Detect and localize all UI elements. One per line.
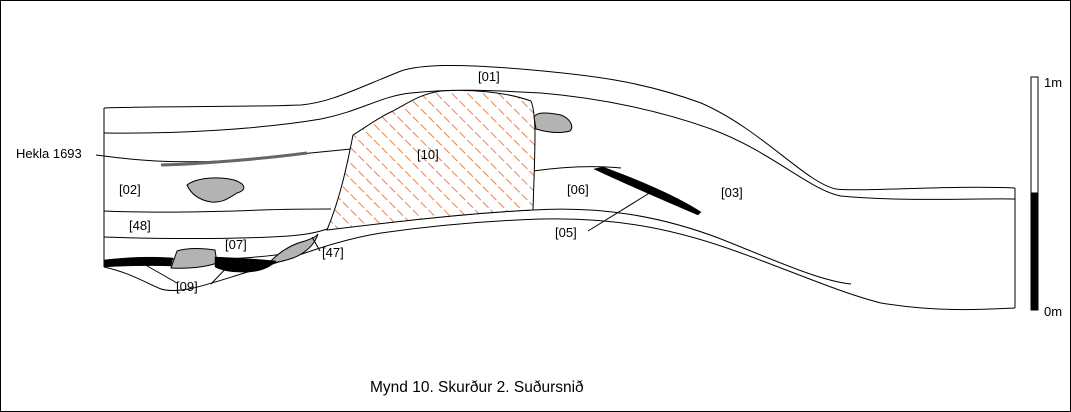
scale-label-top: 1m bbox=[1044, 75, 1062, 90]
scale-bar-white bbox=[1030, 76, 1039, 194]
hekla-1693-tephra-line bbox=[160, 151, 308, 167]
label-05: [05] bbox=[555, 225, 577, 240]
leader-05 bbox=[587, 188, 657, 232]
label-hekla-1693: Hekla 1693 bbox=[16, 146, 82, 161]
label-01: [01] bbox=[478, 69, 500, 84]
leader-09-left bbox=[134, 258, 178, 284]
band-09-right bbox=[214, 256, 277, 273]
label-48: [48] bbox=[129, 218, 151, 233]
scale-label-bottom: 0m bbox=[1044, 304, 1062, 319]
black-bands bbox=[103, 166, 702, 273]
layer-01-base-line bbox=[103, 89, 1016, 200]
band-09-left bbox=[103, 256, 174, 268]
label-10: [10] bbox=[417, 147, 439, 162]
leader-hekla bbox=[95, 154, 105, 157]
label-06: [06] bbox=[567, 182, 589, 197]
leader-47 bbox=[311, 236, 321, 252]
label-03: [03] bbox=[721, 185, 743, 200]
stone-layer-09 bbox=[170, 248, 218, 269]
scale-bar bbox=[1030, 76, 1039, 311]
layer-02-top-line bbox=[103, 148, 352, 163]
scale-bar-black bbox=[1030, 192, 1039, 311]
band-05 bbox=[593, 166, 702, 216]
label-47: [47] bbox=[322, 245, 344, 260]
bottom-section-line bbox=[103, 218, 1016, 311]
label-02: [02] bbox=[119, 182, 141, 197]
stone-right-top bbox=[533, 112, 573, 133]
stones bbox=[170, 112, 573, 269]
layer-02-base-line bbox=[103, 208, 332, 213]
layer-48-base-line bbox=[103, 228, 328, 239]
label-09: [09] bbox=[176, 279, 198, 294]
figure-caption: Mynd 10. Skurður 2. Suðursnið bbox=[370, 379, 584, 396]
stone-layer-47 bbox=[267, 233, 319, 264]
label-07: [07] bbox=[225, 237, 247, 252]
layer-06-top-line bbox=[532, 166, 622, 172]
surface-top-line bbox=[103, 64, 1016, 191]
leader-09-right bbox=[210, 262, 232, 285]
leader-lines bbox=[95, 154, 657, 285]
stone-layer-02 bbox=[186, 177, 245, 203]
